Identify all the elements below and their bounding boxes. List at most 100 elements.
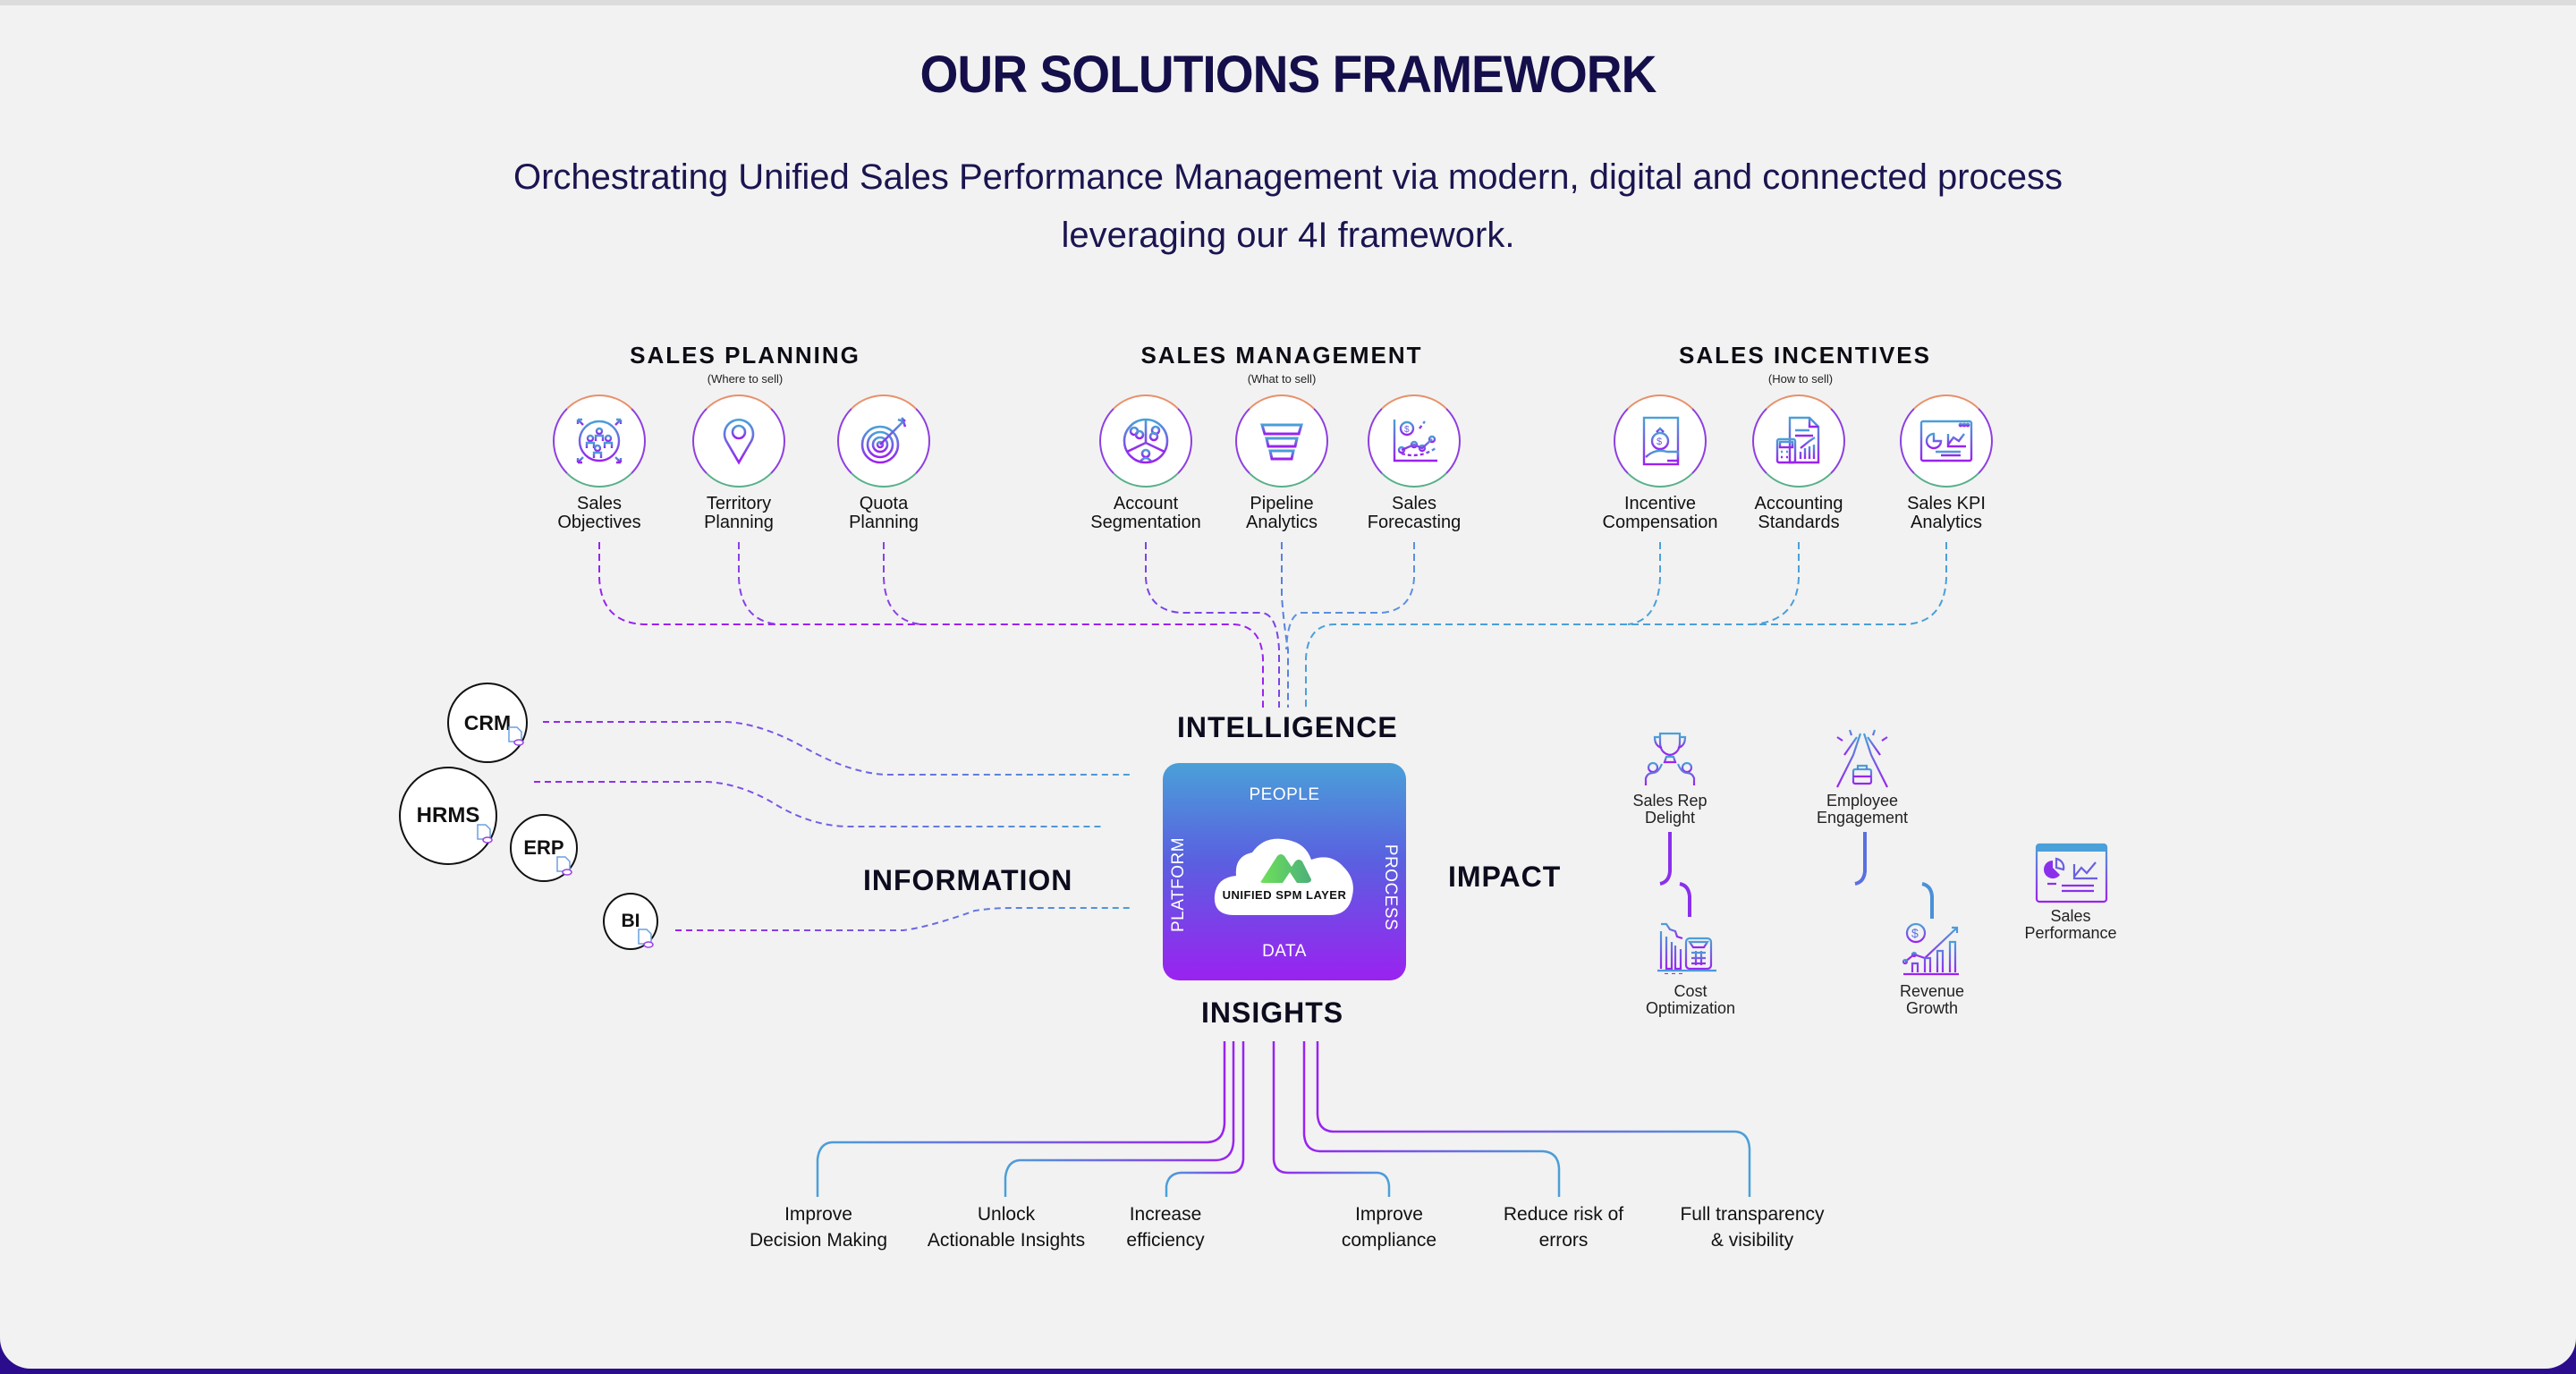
flow-hrms [534,781,1104,827]
page-subtitle: Orchestrating Unified Sales Performance … [394,148,2182,265]
section-title-sales-incentives: SALES INCENTIVES [1679,342,1931,369]
dashboard-icon [1919,420,1973,462]
service-quota-planning[interactable] [837,394,930,488]
revenue-growth-icon: $ [1902,922,1959,976]
impact-branch-revenue-growth [1921,882,1934,919]
money-bag-hand-icon: $ [1642,416,1680,466]
service-accounting-standards[interactable] [1752,394,1845,488]
connector-quota-planning [883,542,922,625]
service-incentive-compensation[interactable]: $ [1614,394,1707,488]
database-doc-icon [508,726,524,746]
svg-text:$: $ [1657,437,1662,447]
funnel-icon [1259,423,1304,461]
segmented-groups-icon [1123,418,1169,464]
service-account-segmentation[interactable] [1099,394,1192,488]
service-sales-forecasting[interactable]: $ [1368,394,1461,488]
insights-branch-actionable-insights [1004,1041,1235,1197]
service-territory-planning[interactable] [692,394,785,488]
connector-sales-kpi-analytics [1305,542,1947,708]
cost-calculator-icon [1657,922,1716,974]
pillar-information: INFORMATION [863,864,1073,896]
database-doc-icon [556,856,572,876]
flow-bi [675,907,1131,931]
cloud-logo-icon [1214,838,1353,915]
impact-branch-cost-optimization [1679,882,1691,917]
core-label-process: PROCESS [1381,844,1400,931]
source-label-bi: BI [621,911,640,931]
map-pin-icon [723,418,755,465]
connector-incentive-compensation [1627,542,1661,625]
service-pipeline-analytics[interactable] [1235,394,1328,488]
pillar-insights: INSIGHTS [1201,997,1344,1029]
service-sales-objectives[interactable] [553,394,646,488]
trophy-team-icon [1644,732,1696,785]
impact-connectors [1574,832,2004,919]
intelligence-connectors [598,542,1947,708]
core-label-people: PEOPLE [1249,785,1320,804]
insights-branch-compliance [1272,1041,1391,1197]
calculator-report-icon [1775,416,1820,464]
service-sales-kpi-analytics[interactable] [1900,394,1993,488]
source-hrms[interactable]: HRMS [399,767,497,865]
impact-branch-employee-engagement [1854,832,1867,886]
pillar-impact: IMPACT [1448,861,1562,893]
performance-dashboard-icon [2035,843,2108,903]
connector-sales-forecasting [1285,542,1415,650]
insights-branch-efficiency [1165,1041,1245,1197]
section-subtitle-sales-incentives: (How to sell) [1767,372,1834,386]
database-doc-icon [638,929,654,948]
connector-accounting-standards [1752,542,1800,625]
page-title: OUR SOLUTIONS FRAMEWORK [919,46,1657,104]
insight-full-transparency: Full transparency& visibility [1680,1204,1825,1251]
connector-territory-planning [738,542,779,625]
source-label-erp: ERP [523,836,564,859]
svg-text:$: $ [1404,425,1410,435]
unified-spm-core[interactable]: PEOPLE DATA PLATFORM PROCESS UNIFIED SPM… [1163,763,1406,980]
forecast-chart-icon: $ [1393,420,1437,462]
section-title-sales-planning: SALES PLANNING [630,342,860,369]
section-subtitle-sales-management: (What to sell) [1247,372,1317,386]
core-label-platform: PLATFORM [1169,836,1188,932]
target-arrow-icon [860,417,907,464]
section-subtitle-sales-planning: (Where to sell) [707,372,784,386]
section-title-sales-management: SALES MANAGEMENT [1140,342,1423,369]
insights-branch-transparency [1316,1041,1751,1197]
core-label-data: DATA [1262,942,1307,961]
database-doc-icon [477,824,493,844]
subtitle-line-2: leveraging our 4I framework. [1061,216,1515,255]
core-label-unified-spm-layer: UNIFIED SPM LAYER [1222,888,1347,902]
source-crm[interactable]: CRM [447,683,528,763]
source-label-crm: CRM [463,710,512,734]
subtitle-line-1: Orchestrating Unified Sales Performance … [513,157,2063,197]
people-targets-icon [576,418,623,464]
impact-branch-sales-rep-delight [1659,832,1672,886]
connector-account-segmentation [1145,542,1280,708]
pillar-intelligence: INTELLIGENCE [1177,711,1398,743]
insights-branch-reduce-errors [1302,1041,1561,1197]
mountain-logo-icon [1260,854,1311,883]
insights-connectors [816,1041,1751,1197]
high-five-icon [1836,729,1888,788]
flow-crm [543,721,1131,776]
svg-text:$: $ [1911,926,1919,940]
